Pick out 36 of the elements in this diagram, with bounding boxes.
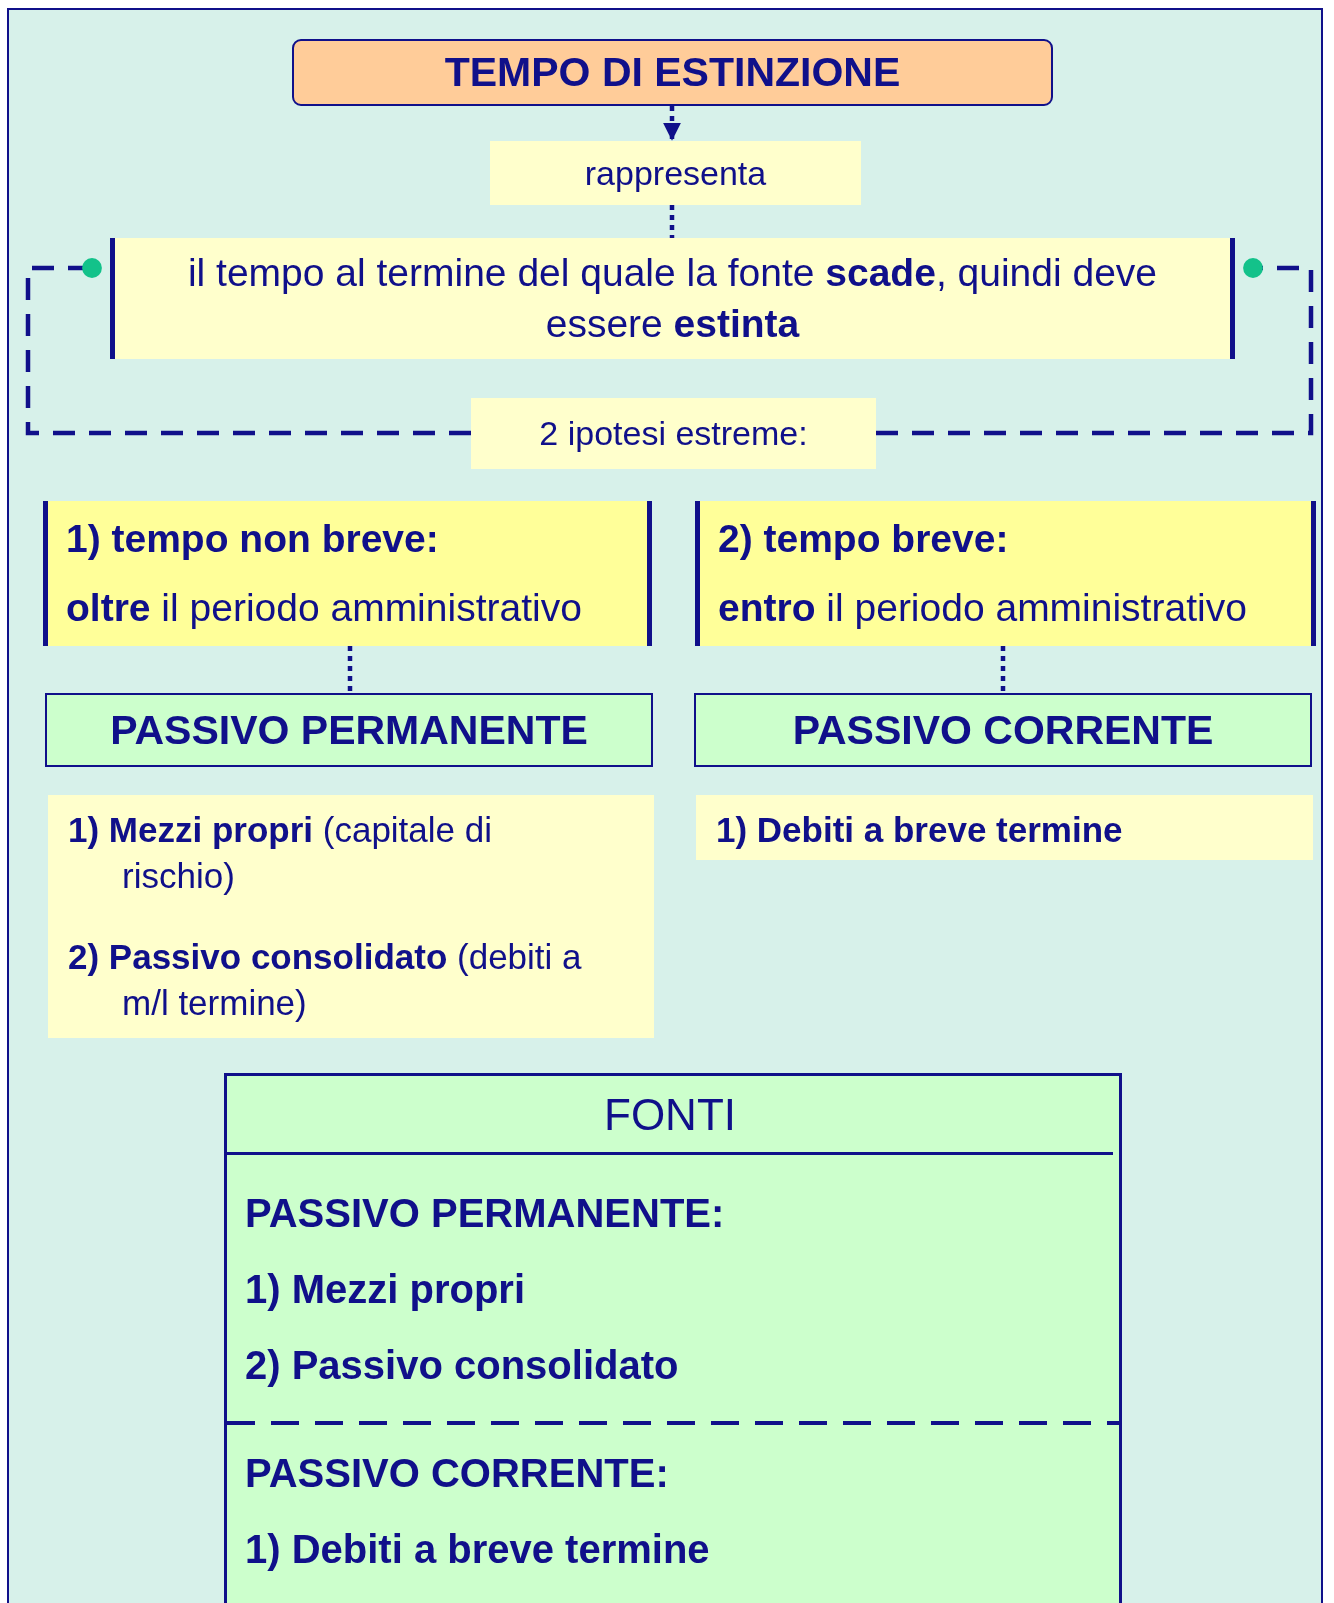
node-text: TEMPO DI ESTINZIONE [444,49,901,96]
summary-text: 1) Mezzi propri [244,1266,527,1313]
node-text: entro il periodo amministrativo [718,585,1248,630]
hypothesis-box [695,501,1316,646]
list-box [696,795,1313,860]
list-item: 1) Debiti a breve termine [716,809,1124,851]
panel-heading: FONTI [227,1076,1113,1155]
category-box [45,693,653,767]
summary-text: PASSIVO PERMANENTE: [244,1190,726,1237]
summary-panel [224,1073,1122,1603]
definition-box [110,238,1235,359]
connector [669,205,675,238]
list-item: 1) Mezzi propri (capitale di rischio) [68,809,493,897]
node-text: PASSIVO PERMANENTE [110,706,588,754]
connector [876,258,1314,436]
category-box [694,693,1312,767]
connector [1000,646,1006,693]
list-item: 2) Passivo consolidato (debiti a m/l termine) [68,936,583,1024]
connector [347,646,353,693]
summary-text: 2) Passivo consolidato [244,1342,680,1389]
label-box [471,398,876,469]
node-text: 2 ipotesi estreme: [539,414,808,453]
node-text: 1) tempo non breve: [66,517,440,562]
summary-text: PASSIVO CORRENTE: [244,1450,670,1497]
summary-text: 1) Debiti a breve termine [244,1526,711,1573]
hypothesis-box [43,501,652,646]
label-box [490,141,861,205]
node-text: il tempo al termine del quale la fonte scade, quindi deve essere estinta [186,249,1159,347]
node-text: 2) tempo breve: [718,517,1010,562]
node-text: PASSIVO CORRENTE [792,706,1214,754]
arrow [663,106,681,141]
connector [25,258,471,436]
node-text: oltre il periodo amministrativo [66,585,583,630]
node-text: rappresenta [584,153,767,193]
list-box [48,795,654,1038]
title-box [292,39,1053,106]
